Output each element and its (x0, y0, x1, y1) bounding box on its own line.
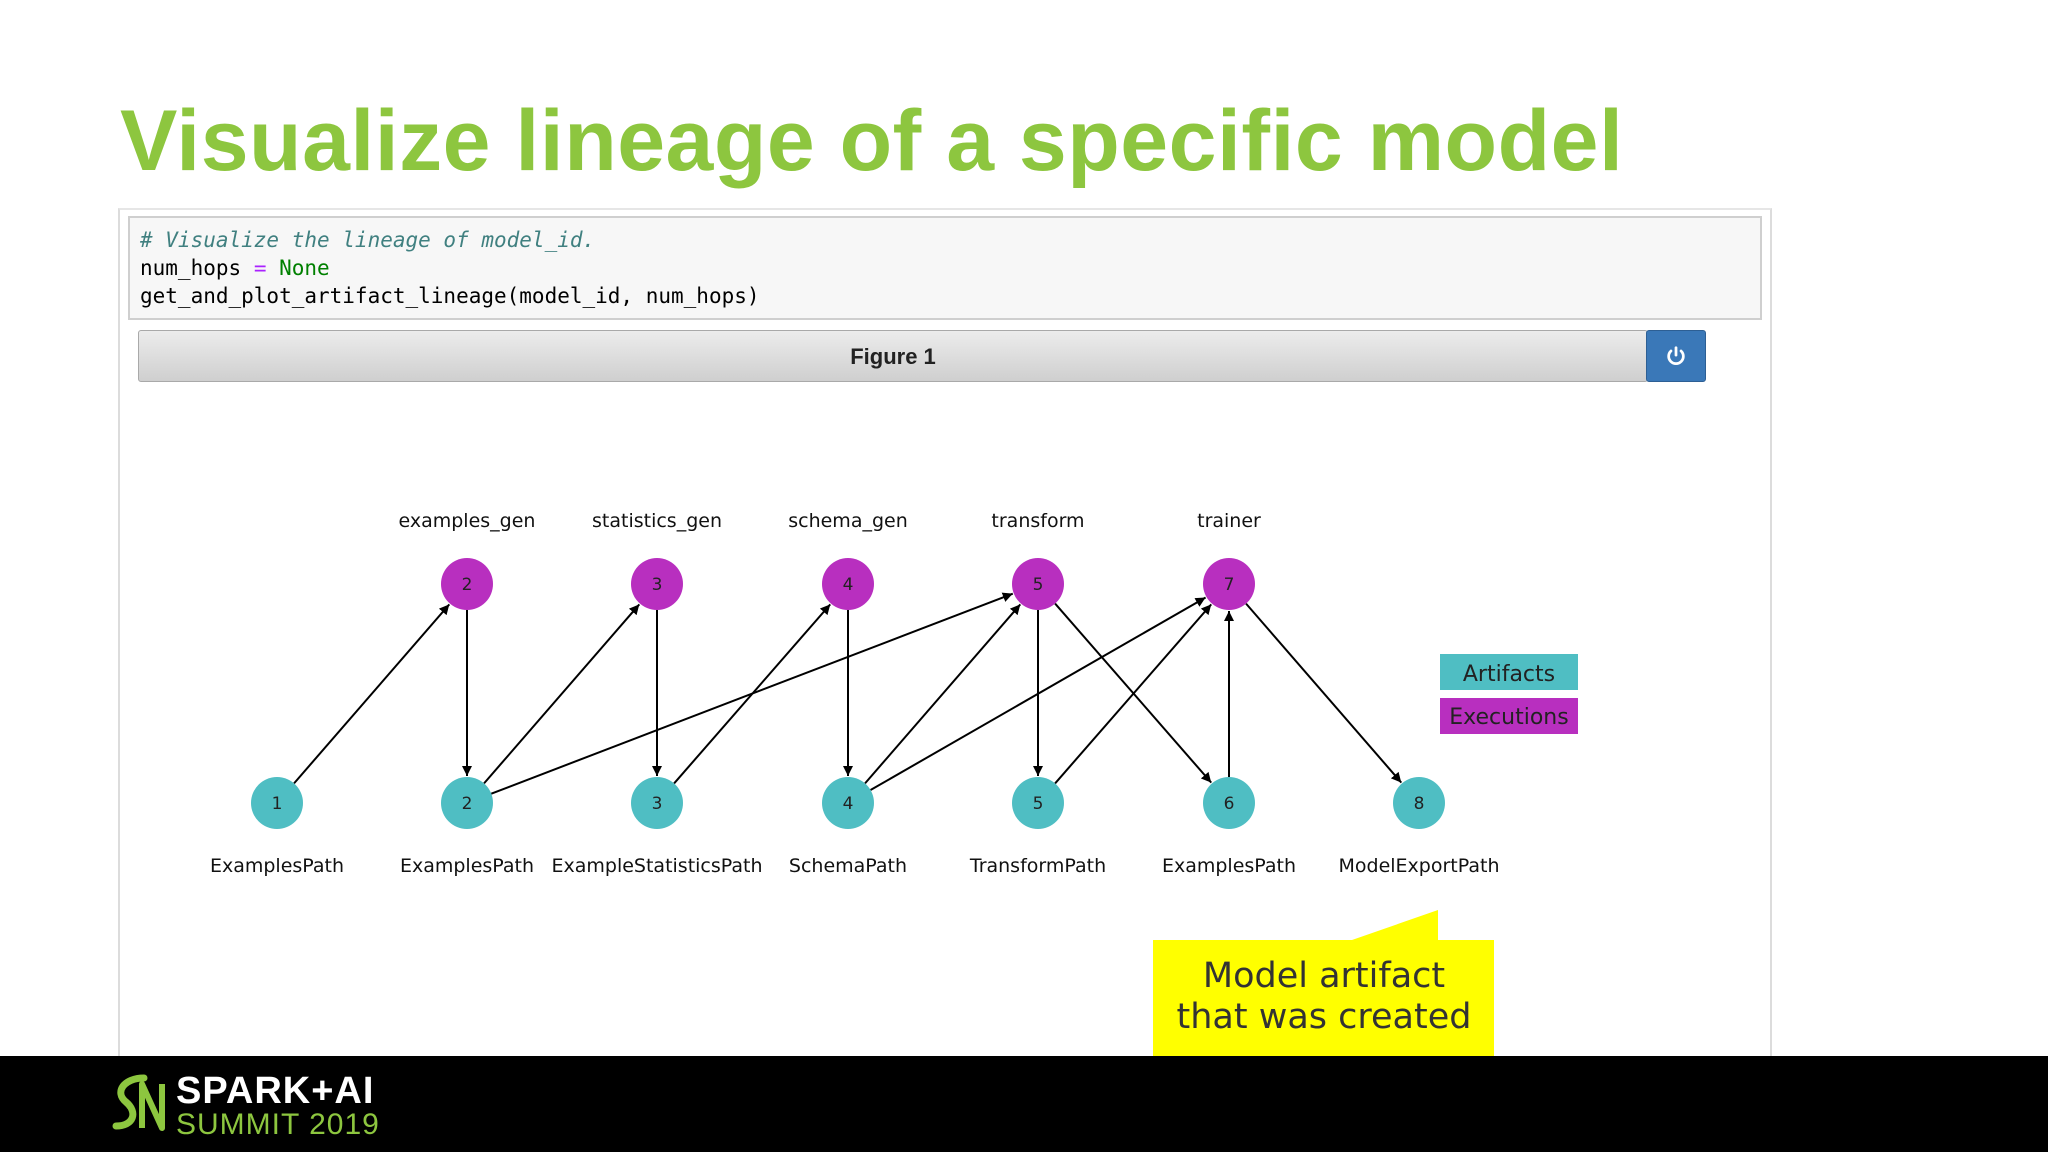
footer-brand-top: SPARK+AI (176, 1070, 375, 1112)
execution-circle (822, 558, 874, 610)
execution-label: trainer (1197, 510, 1261, 532)
artifact-circle (1393, 777, 1445, 829)
callout-box (1153, 910, 1494, 1056)
artifact-label: ModelExportPath (1339, 855, 1500, 877)
artifact-label: ExamplesPath (1162, 855, 1296, 877)
execution-id: 5 (1033, 575, 1044, 595)
edge-e7-to-a8 (1245, 602, 1403, 784)
execution-circle (441, 558, 493, 610)
edge-a4-to-e5 (864, 603, 1022, 785)
execution-circle (1203, 558, 1255, 610)
code-call: get_and_plot_artifact_lineage(model_id, … (140, 284, 760, 308)
edge-a2-to-e3 (483, 603, 641, 785)
execution-node-3: 3 statistics_gen (592, 510, 722, 610)
artifact-circle (251, 777, 303, 829)
artifact-id: 1 (272, 794, 283, 814)
artifact-id: 8 (1414, 794, 1425, 814)
execution-id: 4 (843, 575, 854, 595)
code-cell[interactable]: # Visualize the lineage of model_id. num… (128, 216, 1762, 320)
artifact-label: TransformPath (969, 855, 1106, 877)
artifact-circle (1012, 777, 1064, 829)
artifact-id: 6 (1224, 794, 1235, 814)
execution-id: 3 (652, 575, 663, 595)
execution-label: examples_gen (399, 510, 536, 532)
callout-text: Model artifact that was created (1153, 956, 1495, 1038)
callout (1153, 910, 1494, 1056)
execution-label: statistics_gen (592, 510, 722, 532)
artifact-label: ExamplesPath (400, 855, 534, 877)
legend-executions-label: Executions (1449, 705, 1568, 730)
execution-node-5: 5 transform (991, 510, 1085, 610)
execution-node-4: 4 schema_gen (788, 510, 908, 610)
callout-line-2: that was created (1176, 997, 1472, 1037)
artifact-id: 3 (652, 794, 663, 814)
figure-header: Figure 1 (138, 330, 1648, 382)
execution-circle (1012, 558, 1064, 610)
artifact-label: ExamplesPath (210, 855, 344, 877)
code-variable: num_hops (140, 256, 242, 280)
power-button[interactable] (1646, 330, 1706, 382)
legend-artifacts-label: Artifacts (1463, 662, 1555, 687)
execution-label: transform (991, 510, 1084, 532)
execution-id: 2 (462, 575, 473, 595)
execution-label: schema_gen (788, 510, 908, 532)
artifact-circle (441, 777, 493, 829)
slide-title: Visualize lineage of a specific model (120, 93, 1624, 189)
code-comment: # Visualize the lineage of model_id. (140, 228, 596, 252)
callout-line-1: Model artifact (1202, 956, 1446, 996)
edge-a5-to-e7 (1054, 603, 1213, 785)
footer (0, 1056, 2048, 1152)
artifact-id: 2 (462, 794, 473, 814)
execution-node-2: 2 examples_gen (399, 510, 536, 610)
legend-artifacts-swatch (1440, 654, 1578, 690)
code-assignment: num_hops = None (140, 254, 1750, 282)
power-icon (1667, 346, 1685, 365)
summit-logo-icon (112, 1074, 165, 1131)
artifact-label: SchemaPath (789, 855, 907, 877)
artifact-label: ExampleStatisticsPath (551, 855, 762, 877)
artifact-circle (1203, 777, 1255, 829)
code-keyword: None (279, 256, 330, 280)
figure-title: Figure 1 (850, 344, 936, 369)
legend: Artifacts Executions (1440, 654, 1578, 734)
legend-executions-swatch (1440, 698, 1578, 734)
edge-a1-to-e2 (293, 603, 451, 785)
artifact-circle (631, 777, 683, 829)
code-operator: = (253, 256, 267, 280)
execution-node-7: 7 trainer (1197, 510, 1261, 610)
execution-id: 7 (1224, 575, 1235, 595)
artifact-id: 4 (843, 794, 854, 814)
footer-brand-bottom: SUMMIT 2019 (176, 1108, 380, 1141)
artifact-id: 5 (1033, 794, 1044, 814)
execution-circle (631, 558, 683, 610)
edge-a3-to-e4 (673, 603, 832, 785)
artifact-circle (822, 777, 874, 829)
